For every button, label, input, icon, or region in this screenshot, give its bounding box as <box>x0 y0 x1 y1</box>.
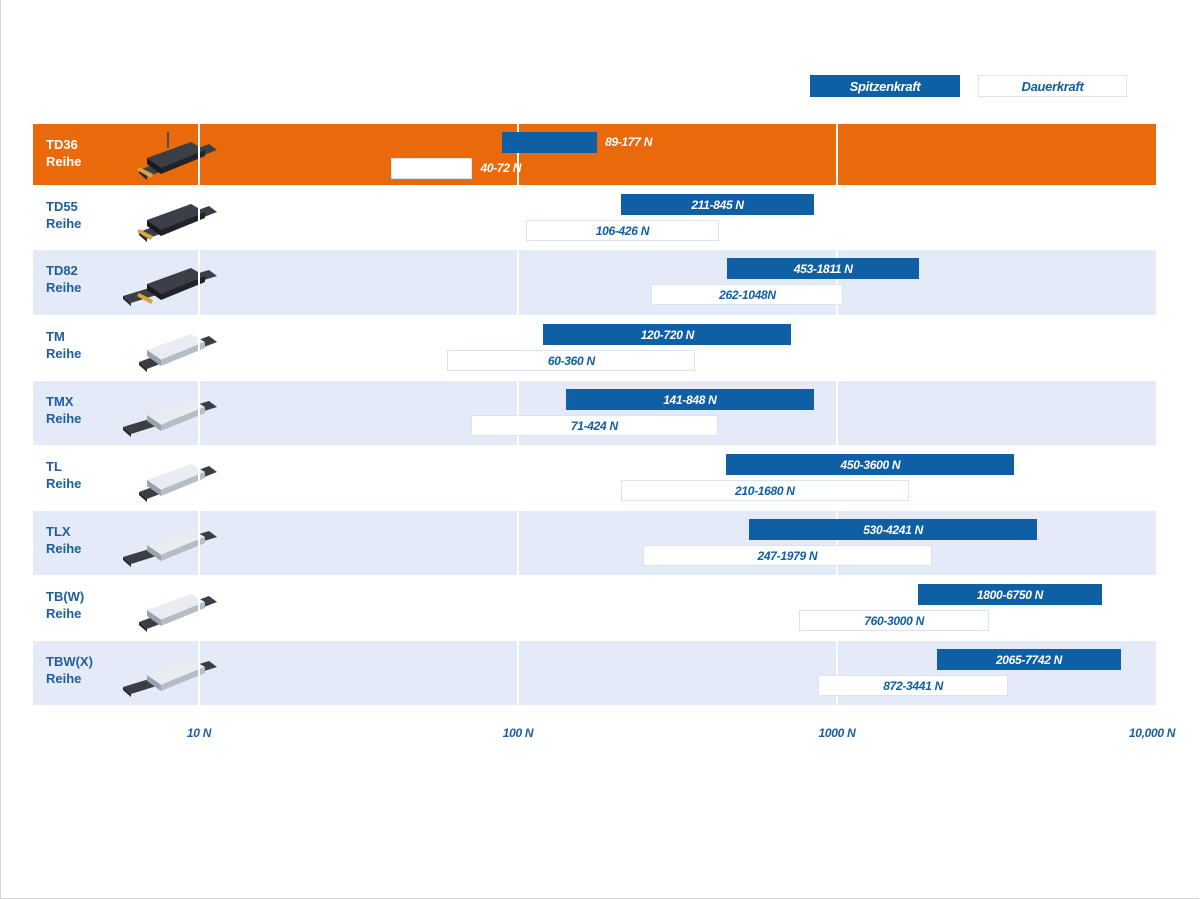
bar-label: 210-1680 N <box>734 483 795 498</box>
bar-label: 872-3441 N <box>883 678 943 693</box>
bar-label: 89-177 N <box>605 135 653 149</box>
x-tick-label: 100 N <box>502 726 534 740</box>
category-sub: Reihe <box>46 671 82 686</box>
category-name: TB(W) <box>46 589 85 604</box>
category-sub: Reihe <box>46 541 82 556</box>
legend-continuous: Dauerkraft <box>978 75 1127 97</box>
continuous-force-bar: 262-1048N <box>651 284 844 305</box>
category-name: TMX <box>46 394 74 409</box>
product-image-icon <box>139 464 217 502</box>
continuous-force-bar: 210-1680 N <box>620 480 909 501</box>
category-name: TM <box>46 329 65 344</box>
x-tick-label: 1000 N <box>818 726 856 740</box>
continuous-force-bar: 872-3441 N <box>818 675 1009 696</box>
peak-force-bar: 1800-6750 N <box>918 584 1102 605</box>
continuous-force-bar: 760-3000 N <box>798 610 990 631</box>
category-label: TM Reihe <box>46 328 81 362</box>
bar-label: 1800-6750 N <box>976 587 1044 602</box>
peak-force-bar: 120-720 N <box>543 324 792 345</box>
category-sub: Reihe <box>46 606 82 621</box>
bar-label: 453-1811 N <box>793 261 853 276</box>
bar-label: 141-848 N <box>663 392 717 407</box>
peak-force-bar: 530-4241 N <box>749 519 1038 540</box>
bar-label: 760-3000 N <box>864 613 924 628</box>
bar-label: 530-4241 N <box>863 522 923 537</box>
bar-label: 40-72 N <box>480 161 522 175</box>
peak-force-bar: 2065-7742 N <box>937 649 1121 670</box>
product-image-icon <box>139 594 217 632</box>
category-name: TLX <box>46 524 71 539</box>
product-image-icon <box>137 204 217 242</box>
continuous-force-bar: 106-426 N <box>526 220 719 241</box>
gridline <box>198 124 200 705</box>
category-sub: Reihe <box>46 411 82 426</box>
bar-label: 262-1048N <box>719 287 776 302</box>
product-image-icon <box>137 132 217 180</box>
bar-label: 2065-7742 N <box>995 652 1063 667</box>
category-name: TBW(X) <box>46 654 93 669</box>
continuous-force-bar: 60-360 N <box>447 350 696 371</box>
category-name: TL <box>46 459 62 474</box>
category-label: TLX Reihe <box>46 523 81 557</box>
product-image-icon <box>123 268 217 306</box>
bar-label: 450-3600 N <box>840 457 901 472</box>
continuous-force-bar: 247-1979 N <box>643 545 932 566</box>
category-name: TD36 <box>46 137 78 152</box>
bar-label: 120-720 N <box>640 327 695 342</box>
x-tick-label: 10,000 N <box>1128 726 1176 740</box>
category-sub: Reihe <box>46 216 82 231</box>
category-label: TB(W) Reihe <box>46 588 84 622</box>
gridline <box>517 124 519 705</box>
category-label: TL Reihe <box>46 458 81 492</box>
category-sub: Reihe <box>46 154 82 169</box>
peak-force-bar <box>501 132 598 153</box>
bar-label: 247-1979 N <box>757 548 818 563</box>
bar-label: 71-424 N <box>570 418 618 433</box>
bar-label: 211-845 N <box>691 197 744 212</box>
product-image-icon <box>123 399 217 437</box>
category-name: TD82 <box>46 263 78 278</box>
category-sub: Reihe <box>46 346 82 361</box>
peak-force-bar: 450-3600 N <box>726 454 1015 475</box>
gridline <box>836 124 838 705</box>
peak-force-bar: 453-1811 N <box>727 258 920 279</box>
peak-force-bar: 141-848 N <box>565 389 815 410</box>
category-name: TD55 <box>46 199 78 214</box>
continuous-force-bar: 71-424 N <box>470 415 719 436</box>
product-image-icon <box>123 529 217 567</box>
category-sub: Reihe <box>46 476 82 491</box>
legend-peak: Spitzenkraft <box>810 75 960 97</box>
category-label: TBW(X) Reihe <box>46 653 93 687</box>
peak-force-bar: 211-845 N <box>621 194 814 215</box>
continuous-force-bar <box>391 158 473 179</box>
bar-label: 60-360 N <box>547 353 595 368</box>
category-sub: Reihe <box>46 280 82 295</box>
x-tick-label: 10 N <box>186 726 212 740</box>
product-image-icon <box>123 659 217 697</box>
category-label: TMX Reihe <box>46 393 81 427</box>
product-image-icon <box>139 334 217 372</box>
bar-label: 106-426 N <box>595 223 650 238</box>
